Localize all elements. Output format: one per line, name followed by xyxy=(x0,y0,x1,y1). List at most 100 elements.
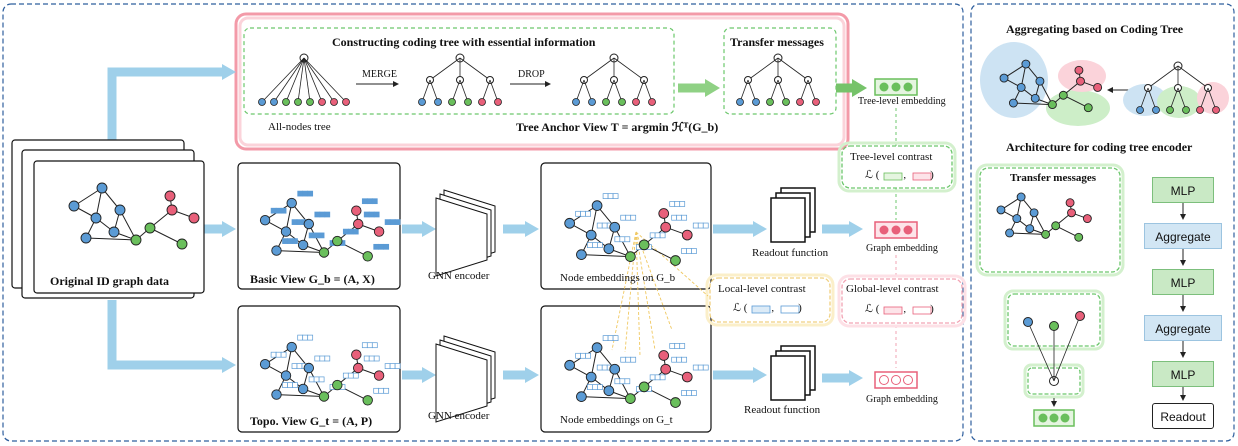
dropped-tree-edge xyxy=(635,79,645,103)
topo-view-graph-feature-chip xyxy=(378,387,385,394)
emb-t-graph-feature-chip xyxy=(671,356,678,363)
emb-t-graph-feature-chip xyxy=(620,356,627,363)
basic-view-graph-feature-chip xyxy=(378,243,385,250)
emb-b-graph-feature-chip xyxy=(620,214,627,221)
all-nodes-tree-edge xyxy=(285,57,305,103)
topo-view-graph-feature-chip xyxy=(352,372,359,379)
emb-t-graph-feature-chip xyxy=(575,352,581,359)
merged-tree-leaf xyxy=(494,98,502,106)
emb-b-graph-feature-chip xyxy=(669,201,676,207)
emb-t-graph-node xyxy=(625,393,636,404)
topo-view-graph-node xyxy=(259,359,271,370)
basic-view-graph-feature-chip xyxy=(275,207,282,214)
basic-view-graph-node xyxy=(332,235,343,247)
emb-t-graph-feature-chip xyxy=(585,352,591,359)
basic-view-graph-edge xyxy=(308,223,325,253)
input-graph-edge xyxy=(85,237,137,241)
emb-b-graph-node xyxy=(585,229,597,241)
node-emb-t-label: Node embeddings on G_t xyxy=(560,414,673,426)
topo-view-graph-feature-chip xyxy=(318,376,325,383)
merged-tree-edge xyxy=(481,79,491,103)
topo-view-graph-feature-chip xyxy=(280,351,287,358)
basic-view-graph-feature-chip xyxy=(292,238,298,244)
tree-anchor-panel xyxy=(234,12,850,151)
topo-view-graph-feature-chip xyxy=(383,387,390,394)
transfer-tree-edge xyxy=(747,57,779,81)
stack-mlp-3: MLP xyxy=(1152,361,1214,387)
arch-transfer-graph-node xyxy=(1012,214,1022,224)
aggregating-tree-edge xyxy=(1199,87,1209,111)
transfer-tree-edge xyxy=(769,79,779,103)
gnn-encoder-shape-2 xyxy=(435,335,496,423)
aggregating-graph-nodes-edge xyxy=(1063,94,1089,109)
topo-view-graph-feature-chip xyxy=(270,351,277,358)
emb-b-graph-node xyxy=(660,221,672,233)
topo-view-graph-feature-chip xyxy=(308,376,315,383)
input-graph-node xyxy=(188,212,200,224)
emb-t-graph-node xyxy=(585,371,597,383)
stack-readout: Readout xyxy=(1152,403,1214,429)
transfer-tree-edge xyxy=(777,57,809,81)
basic-view-graph-feature-chip xyxy=(302,190,309,197)
basic-view-graph-node xyxy=(259,214,271,226)
topo-view-graph-feature-chip xyxy=(313,376,320,383)
basic-view-graph-node xyxy=(318,247,330,258)
emb-b-graph-node xyxy=(564,217,575,229)
dropped-tree-leaf xyxy=(588,98,596,106)
emb-b-graph-feature-chip xyxy=(676,214,683,221)
topo-view-graph-node xyxy=(297,383,309,395)
basic-view-graph-node xyxy=(373,226,385,237)
input-graph-node xyxy=(68,200,80,212)
emb-b-graph-node xyxy=(670,255,681,266)
emb-t-graph-feature-chip xyxy=(702,364,709,371)
topo-view-graph-edge xyxy=(308,367,325,397)
topo-view-graph-node xyxy=(318,391,330,402)
basic-view-graph-feature-chip xyxy=(389,219,396,225)
arch-transfer-graph-node xyxy=(1074,232,1084,242)
arch-transfer-graph-node xyxy=(1051,221,1061,231)
aggregating-graph-nodes-edge xyxy=(1013,102,1053,106)
aggregating-graph-nodes-node xyxy=(1093,82,1103,92)
coding-tree-title: Constructing coding tree with essential … xyxy=(332,35,596,49)
emb-b-graph-feature-chip xyxy=(602,193,609,199)
emb-b-graph-feature-chip xyxy=(592,242,598,248)
topo-view-graph-feature-chip xyxy=(302,334,309,341)
emb-t-graph-feature-chip xyxy=(691,390,697,396)
stack-mlp-2: MLP xyxy=(1152,269,1214,295)
readout-doc-2 xyxy=(770,345,816,401)
input-graph-edge xyxy=(119,209,137,241)
aggregating-graph-nodes-node xyxy=(1083,103,1093,113)
basic-view-graph-feature-chip xyxy=(287,238,293,244)
tree-anchor-view-label: Tree Anchor View T = argmin ℋᵀ(G_b) xyxy=(516,120,719,134)
dropped-tree-leaf xyxy=(648,98,656,106)
merged-tree-leaf xyxy=(434,98,442,106)
arch-output-embedding xyxy=(1033,409,1075,427)
emb-t-graph-node xyxy=(576,391,587,402)
emb-t-graph-feature-chip xyxy=(659,374,666,381)
emb-b-graph-feature-chip xyxy=(681,248,687,254)
emb-t-graph-feature-chip xyxy=(619,378,626,385)
topo-view-graph-feature-chip xyxy=(292,382,298,388)
basic-view-graph-feature-chip xyxy=(324,211,331,218)
tree-level-contrast-label: Tree-level contrast xyxy=(850,151,933,163)
aggregating-tree-edge xyxy=(1207,87,1217,111)
basic-view-graph-feature-chip xyxy=(361,198,368,205)
emb-t-graph-feature-chip xyxy=(654,374,661,381)
input-graph-node xyxy=(114,204,126,216)
topo-view-graph-feature-chip xyxy=(287,382,293,388)
readout-doc-1 xyxy=(770,187,816,243)
emb-b-graph-feature-chip xyxy=(614,236,621,243)
aggregating-graph-nodes-node xyxy=(999,73,1009,83)
arch-transfer-graph-edge xyxy=(1009,232,1046,235)
topo-view-graph-feature-chip xyxy=(296,363,303,369)
aggregating-tree-leaf xyxy=(1182,106,1190,114)
basic-view-graph-node xyxy=(351,205,362,216)
merged-tree-leaf xyxy=(478,98,486,106)
transfer-messages-label: Transfer messages xyxy=(730,35,824,49)
merged-tree-edge xyxy=(451,79,461,103)
topo-view-graph-feature-chip xyxy=(314,355,321,362)
topo-view-graph-feature-chip xyxy=(342,372,349,379)
local-level-contrast-label: Local-level contrast xyxy=(718,283,806,295)
gnn-encoder-label-2: GNN encoder xyxy=(428,410,490,422)
